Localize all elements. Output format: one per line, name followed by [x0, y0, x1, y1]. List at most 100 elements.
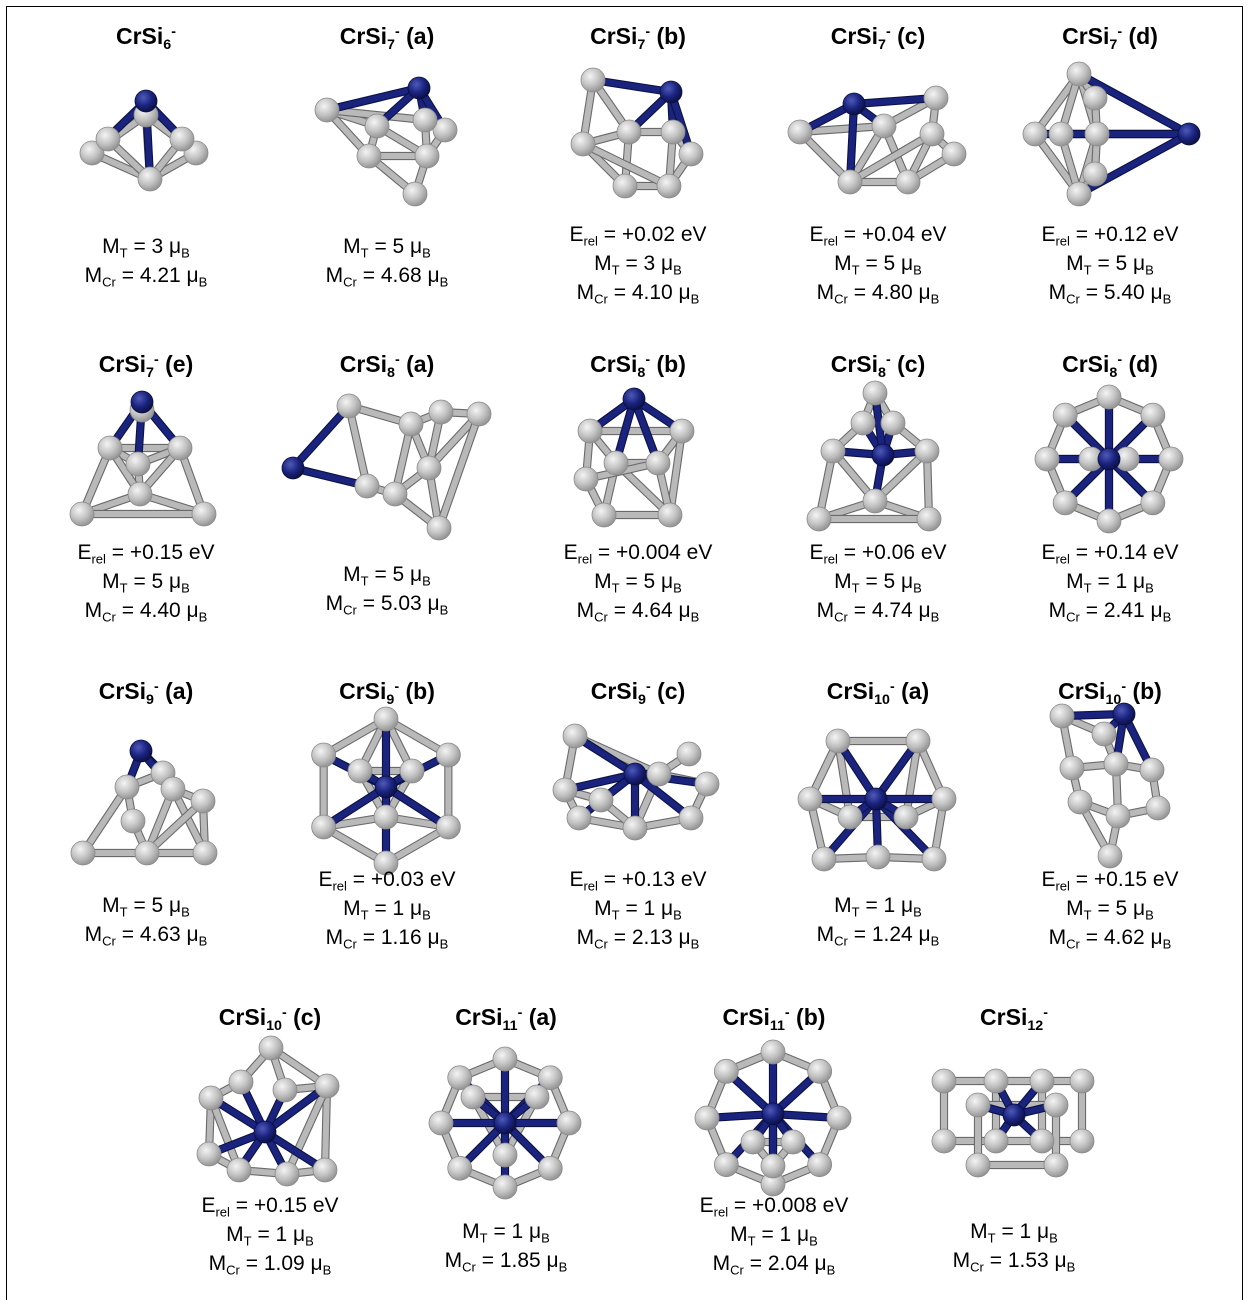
charge: - [153, 352, 159, 369]
cr-moment: MCr = 4.10 μB [576, 281, 700, 307]
cluster-structure [573, 387, 695, 528]
si-atom [811, 846, 837, 872]
formula: CrSi [722, 1004, 770, 1030]
cluster-title: CrSi9- (a) [28, 677, 264, 707]
si-atom [603, 450, 629, 476]
si-atom [850, 410, 876, 436]
cluster-structure [787, 85, 967, 195]
si-atom [432, 117, 458, 143]
charge: - [1117, 352, 1123, 369]
isomer-label: (b) [399, 678, 435, 704]
isomer-label: (d) [1122, 23, 1158, 49]
si-atom [492, 1174, 518, 1200]
atom-count: 7 [637, 36, 646, 53]
cluster-structure [1034, 384, 1184, 534]
isomer-label: (d) [1122, 351, 1158, 377]
si-atom [780, 1129, 806, 1155]
si-atom [311, 814, 337, 840]
isomer-label: (c) [286, 1004, 322, 1030]
cluster-structure [314, 76, 458, 207]
cr-moment: MCr = 1.85 μB [444, 1249, 568, 1275]
total-moment: MT = 5 μB [1066, 897, 1154, 923]
si-atom [492, 1046, 518, 1072]
atom-count: 11 [502, 1017, 518, 1034]
cluster-title: CrSi7- (b) [520, 22, 756, 53]
si-atom [492, 1142, 518, 1168]
si-atom [402, 181, 428, 207]
si-atom [591, 502, 617, 528]
si-atom [169, 126, 195, 152]
cr-atom [374, 775, 398, 799]
cluster-title: CrSi11- (a) [388, 1003, 624, 1034]
total-moment: MT = 5 μB [834, 252, 922, 278]
si-atom [134, 840, 160, 866]
isomer-label: (b) [650, 23, 686, 49]
cr-si-bond [290, 465, 370, 489]
formula: CrSi [1062, 351, 1110, 377]
si-atom [190, 788, 216, 814]
cr-atom [1097, 447, 1121, 471]
si-atom [382, 481, 408, 507]
cr-moment: MCr = 1.53 μB [952, 1249, 1076, 1275]
atom-count: 8 [387, 364, 395, 381]
si-atom [616, 119, 642, 145]
si-atom [1029, 1068, 1055, 1094]
si-atom [983, 1128, 1009, 1154]
atom-count: 8 [878, 364, 886, 381]
si-atom [562, 723, 588, 749]
si-atom [537, 1155, 563, 1181]
si-atom [160, 776, 186, 802]
si-si-bond [835, 738, 853, 820]
si-atom [941, 141, 967, 167]
si-atom [524, 1084, 550, 1110]
relative-energy: Erel = +0.14 eV [1041, 541, 1179, 567]
si-atom [114, 774, 140, 800]
cluster-structure [70, 739, 218, 866]
si-si-bond [797, 123, 887, 135]
si-atom [447, 1155, 473, 1181]
si-atom [1091, 721, 1117, 747]
cr-moment: MCr = 4.40 μB [84, 599, 208, 625]
formula: CrSi [1058, 678, 1106, 704]
si-atom [1096, 508, 1122, 534]
cluster-structure [1022, 61, 1201, 207]
cluster-structure [570, 67, 704, 199]
si-atom [865, 844, 891, 870]
si-atom [398, 411, 424, 437]
cluster-title: CrSi8- (c) [760, 350, 996, 381]
cr-moment: MCr = 4.64 μB [576, 599, 700, 625]
cluster-title: CrSi11- (b) [656, 1003, 892, 1033]
formula: CrSi [826, 678, 875, 704]
si-atom [1069, 1068, 1095, 1094]
si-atom [566, 805, 592, 831]
cr-moment: MCr = 4.68 μB [325, 264, 449, 290]
si-si-bond [580, 141, 672, 189]
relative-energy: Erel = +0.15 eV [1041, 868, 1179, 894]
si-atom [1066, 61, 1092, 87]
si-atom [226, 1157, 252, 1183]
cr-si-bond [262, 1083, 330, 1135]
si-atom [871, 113, 897, 139]
si-atom [931, 1128, 957, 1154]
cluster-structure [281, 393, 492, 541]
isomer-label: (b) [650, 351, 686, 377]
cr-si-bond [1076, 71, 1192, 137]
cr-moment: MCr = 4.74 μB [816, 599, 940, 625]
si-atom [167, 435, 193, 461]
si-atom [137, 166, 163, 192]
isomer-label: (c) [890, 23, 926, 49]
total-moment: MT = 1 μB [594, 897, 682, 923]
